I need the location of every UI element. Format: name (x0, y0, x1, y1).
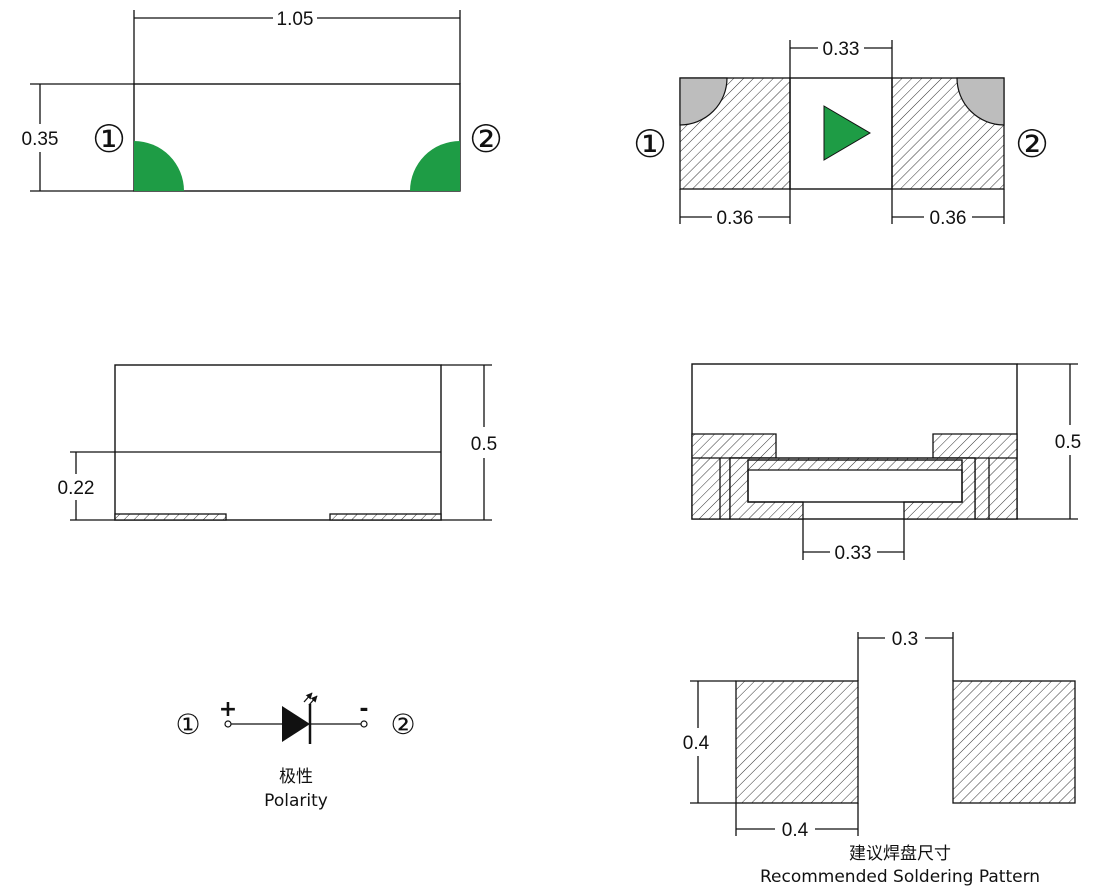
bottom-view-pad-left-label: 0.36 (717, 208, 754, 229)
top-view: 1.05 0.35 ① ② (22, 9, 503, 192)
diode-triangle-icon (282, 706, 310, 742)
polarity-label-cn: 极性 (279, 767, 313, 787)
polarity-cathode-terminal (360, 720, 368, 728)
side-view-body (114, 364, 442, 521)
top-view-polarity-mark-right (410, 141, 460, 191)
bottom-view-corner-notch-right (956, 77, 1005, 126)
top-view-pin2: ② (469, 117, 503, 161)
polarity-plus-sign: + (219, 697, 237, 722)
top-view-polarity-mark-left (134, 141, 184, 191)
solder-pad-right (952, 680, 1076, 804)
solder-gap-label: 0.3 (892, 629, 918, 650)
top-view-width-label: 0.35 (22, 129, 59, 150)
top-view-length-label: 1.05 (277, 9, 314, 30)
solder-label-en: Recommended Soldering Pattern (760, 867, 1040, 887)
polarity-pin1: ① (175, 708, 200, 741)
side-view-terminal-left (114, 513, 227, 521)
side-view-height-label: 0.5 (471, 434, 497, 455)
top-view-body (133, 83, 461, 192)
bottom-view-pad-right-label: 0.36 (930, 208, 967, 229)
solder-label-cn: 建议焊盘尺寸 (849, 844, 951, 864)
end-view-terminal-inner (729, 457, 976, 520)
end-view-chip (747, 459, 963, 503)
bottom-view-pin1: ① (633, 122, 667, 166)
side-view-lens-height-label: 0.22 (58, 478, 95, 499)
end-view-height-label: 0.5 (1055, 432, 1081, 453)
bottom-view-gap-label: 0.33 (823, 39, 860, 60)
polarity-anode-terminal (224, 720, 232, 728)
bottom-view-pin2: ② (1015, 122, 1049, 166)
solder-pad-width-label: 0.4 (782, 820, 809, 841)
polarity-pin2: ② (390, 708, 415, 741)
polarity-label-en: Polarity (264, 791, 328, 811)
side-view-terminal-right (329, 513, 442, 521)
bottom-view-polarity-triangle (823, 105, 871, 161)
bottom-view-pad-left (679, 77, 791, 190)
side-view: 0.5 0.22 (58, 364, 497, 521)
polarity-minus-sign: - (359, 697, 368, 722)
polarity-symbol: ① ② + - 极性 Polarity (175, 692, 416, 811)
bottom-view: 0.33 0.36 0.36 ① ② (633, 39, 1049, 229)
solder-pad-left (735, 680, 859, 804)
end-view-gap-label: 0.33 (835, 543, 872, 564)
bottom-view-corner-notch-left (679, 77, 728, 126)
solder-pad-height-label: 0.4 (683, 733, 710, 754)
top-view-pin1: ① (92, 117, 126, 161)
soldering-pattern: 0.3 0.4 0.4 建议焊盘尺寸 Recommended Soldering… (683, 629, 1076, 887)
bottom-view-center (789, 77, 893, 190)
end-view: 0.5 0.33 (691, 363, 1081, 564)
